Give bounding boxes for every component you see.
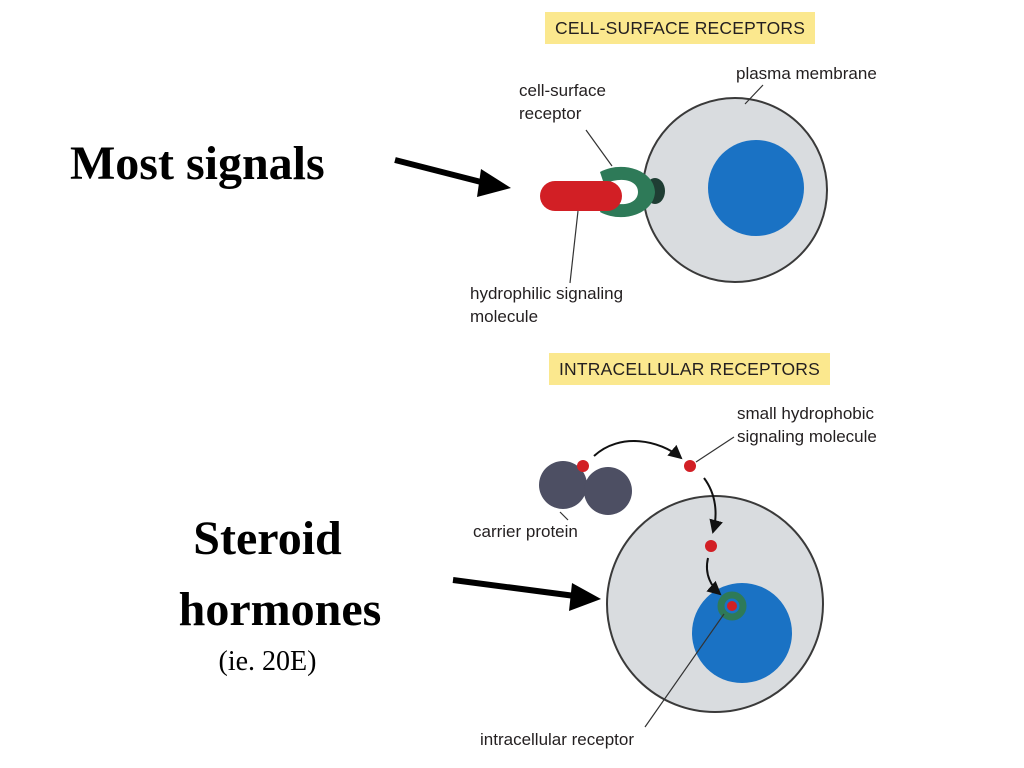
- steroid-title-line2: hormones: [178, 583, 382, 636]
- nucleus-bottom: [692, 583, 792, 683]
- arrow-most-signals: [394, 157, 511, 197]
- arrow-steroid-hormones: [452, 577, 601, 611]
- label-carrier-protein: carrier protein: [473, 522, 578, 541]
- intracellular-receptors-banner: INTRACELLULAR RECEPTORS: [549, 353, 831, 385]
- arrow-enter-cell: [703, 477, 723, 534]
- label-cell-surface-receptor-1: cell-surface: [519, 81, 606, 100]
- arrow-to-nucleus: [706, 557, 722, 596]
- hormone-on-carrier: [577, 460, 589, 472]
- label-small-hydrophobic-2: signaling molecule: [737, 427, 877, 446]
- hormone-in-cytoplasm: [705, 540, 717, 552]
- cell-surface-receptors-banner: CELL-SURFACE RECEPTORS: [545, 12, 816, 44]
- intracellular-figure: [539, 436, 824, 728]
- leader-plasma-membrane: [744, 84, 764, 105]
- label-hydrophilic-1: hydrophilic signaling: [470, 284, 624, 303]
- hormone-bound: [727, 601, 737, 611]
- steroid-title-line1: Steroid: [193, 512, 342, 565]
- hormone-free: [684, 460, 696, 472]
- label-cell-surface-receptor-2: receptor: [519, 104, 582, 123]
- label-small-hydrophobic-1: small hydrophobic: [737, 404, 875, 423]
- intracellular-receptor-shape: [717, 591, 747, 621]
- leader-carrier-protein: [559, 511, 569, 521]
- most-signals-title: Most signals: [70, 137, 325, 190]
- label-hydrophilic-2: molecule: [470, 307, 539, 326]
- arrow-carrier-release: [593, 440, 683, 460]
- leader-small-hydrophobic: [695, 436, 735, 463]
- leader-cell-surface-receptor: [585, 129, 613, 167]
- label-plasma-membrane: plasma membrane: [736, 64, 877, 83]
- nucleus-top: [708, 140, 804, 236]
- label-intracellular-receptor: intracellular receptor: [480, 730, 635, 749]
- leader-intracellular-receptor: [644, 613, 725, 728]
- leader-hydrophilic: [569, 210, 579, 284]
- steroid-example: (ie. 20E): [218, 646, 317, 677]
- cell-surface-figure: [540, 84, 828, 284]
- carrier-protein: [539, 460, 632, 515]
- hydrophilic-signaling-molecule: [540, 181, 622, 211]
